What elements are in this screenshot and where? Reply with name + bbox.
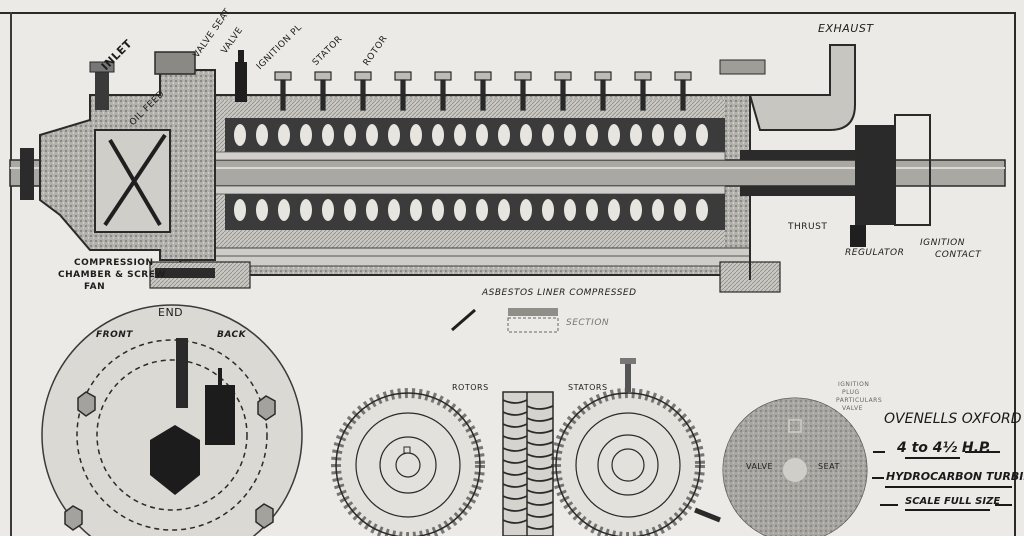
label-ignition-contact-2: CONTACT — [935, 250, 982, 260]
label-seat-disc: SEAT — [818, 462, 840, 471]
end-view-plate — [41, 304, 303, 536]
note-line-2: PLUG — [842, 389, 860, 396]
label-back: BACK — [217, 330, 247, 340]
title-power: 4 to 4½ H.P. — [897, 440, 991, 456]
label-section: SECTION — [566, 318, 610, 328]
note-line-3: PARTICULARS — [836, 397, 883, 404]
label-ignition-contact-1: IGNITION — [920, 238, 965, 248]
frame-border-top — [0, 12, 1016, 14]
label-compression-1: COMPRESSION — [74, 258, 154, 268]
frame-border-left — [10, 12, 12, 536]
title-maker: OVENELLS OXFORD — [884, 411, 1022, 427]
label-compression-2: CHAMBER & SCREW — [58, 270, 166, 280]
compression-chamber — [20, 50, 251, 289]
label-compression-3: FAN — [84, 282, 106, 292]
label-front: FRONT — [96, 330, 133, 340]
blade-section-strip — [502, 391, 554, 536]
rotor-disc — [331, 388, 485, 536]
title-subject: HYDROCARBON TURBINE — [886, 470, 1024, 483]
note-line-1: IGNITION — [838, 381, 870, 388]
label-stators: STATORS — [568, 383, 608, 392]
title-block-rules — [872, 451, 1012, 511]
label-exhaust: EXHAUST — [818, 22, 874, 35]
exhaust-end — [719, 44, 931, 293]
stator-bolts — [274, 71, 692, 111]
rotor-blades-lower — [225, 194, 725, 246]
frame-border-right — [1014, 12, 1016, 536]
label-thrust: THRUST — [788, 222, 828, 232]
stator-disc — [551, 358, 721, 536]
title-scale: SCALE FULL SIZE — [905, 496, 1001, 507]
label-regulator: REGULATOR — [845, 248, 905, 258]
label-end: END — [158, 306, 184, 319]
asbestos-liner-detail — [451, 308, 559, 333]
label-valve-disc: VALVE — [746, 462, 774, 471]
rotor-blades-upper — [225, 118, 725, 152]
label-asbestos-liner: ASBESTOS LINER COMPRESSED — [482, 288, 637, 298]
note-line-4: VALVE — [842, 405, 863, 412]
label-rotors: ROTORS — [452, 383, 489, 392]
valve-seat-disc — [722, 397, 868, 536]
